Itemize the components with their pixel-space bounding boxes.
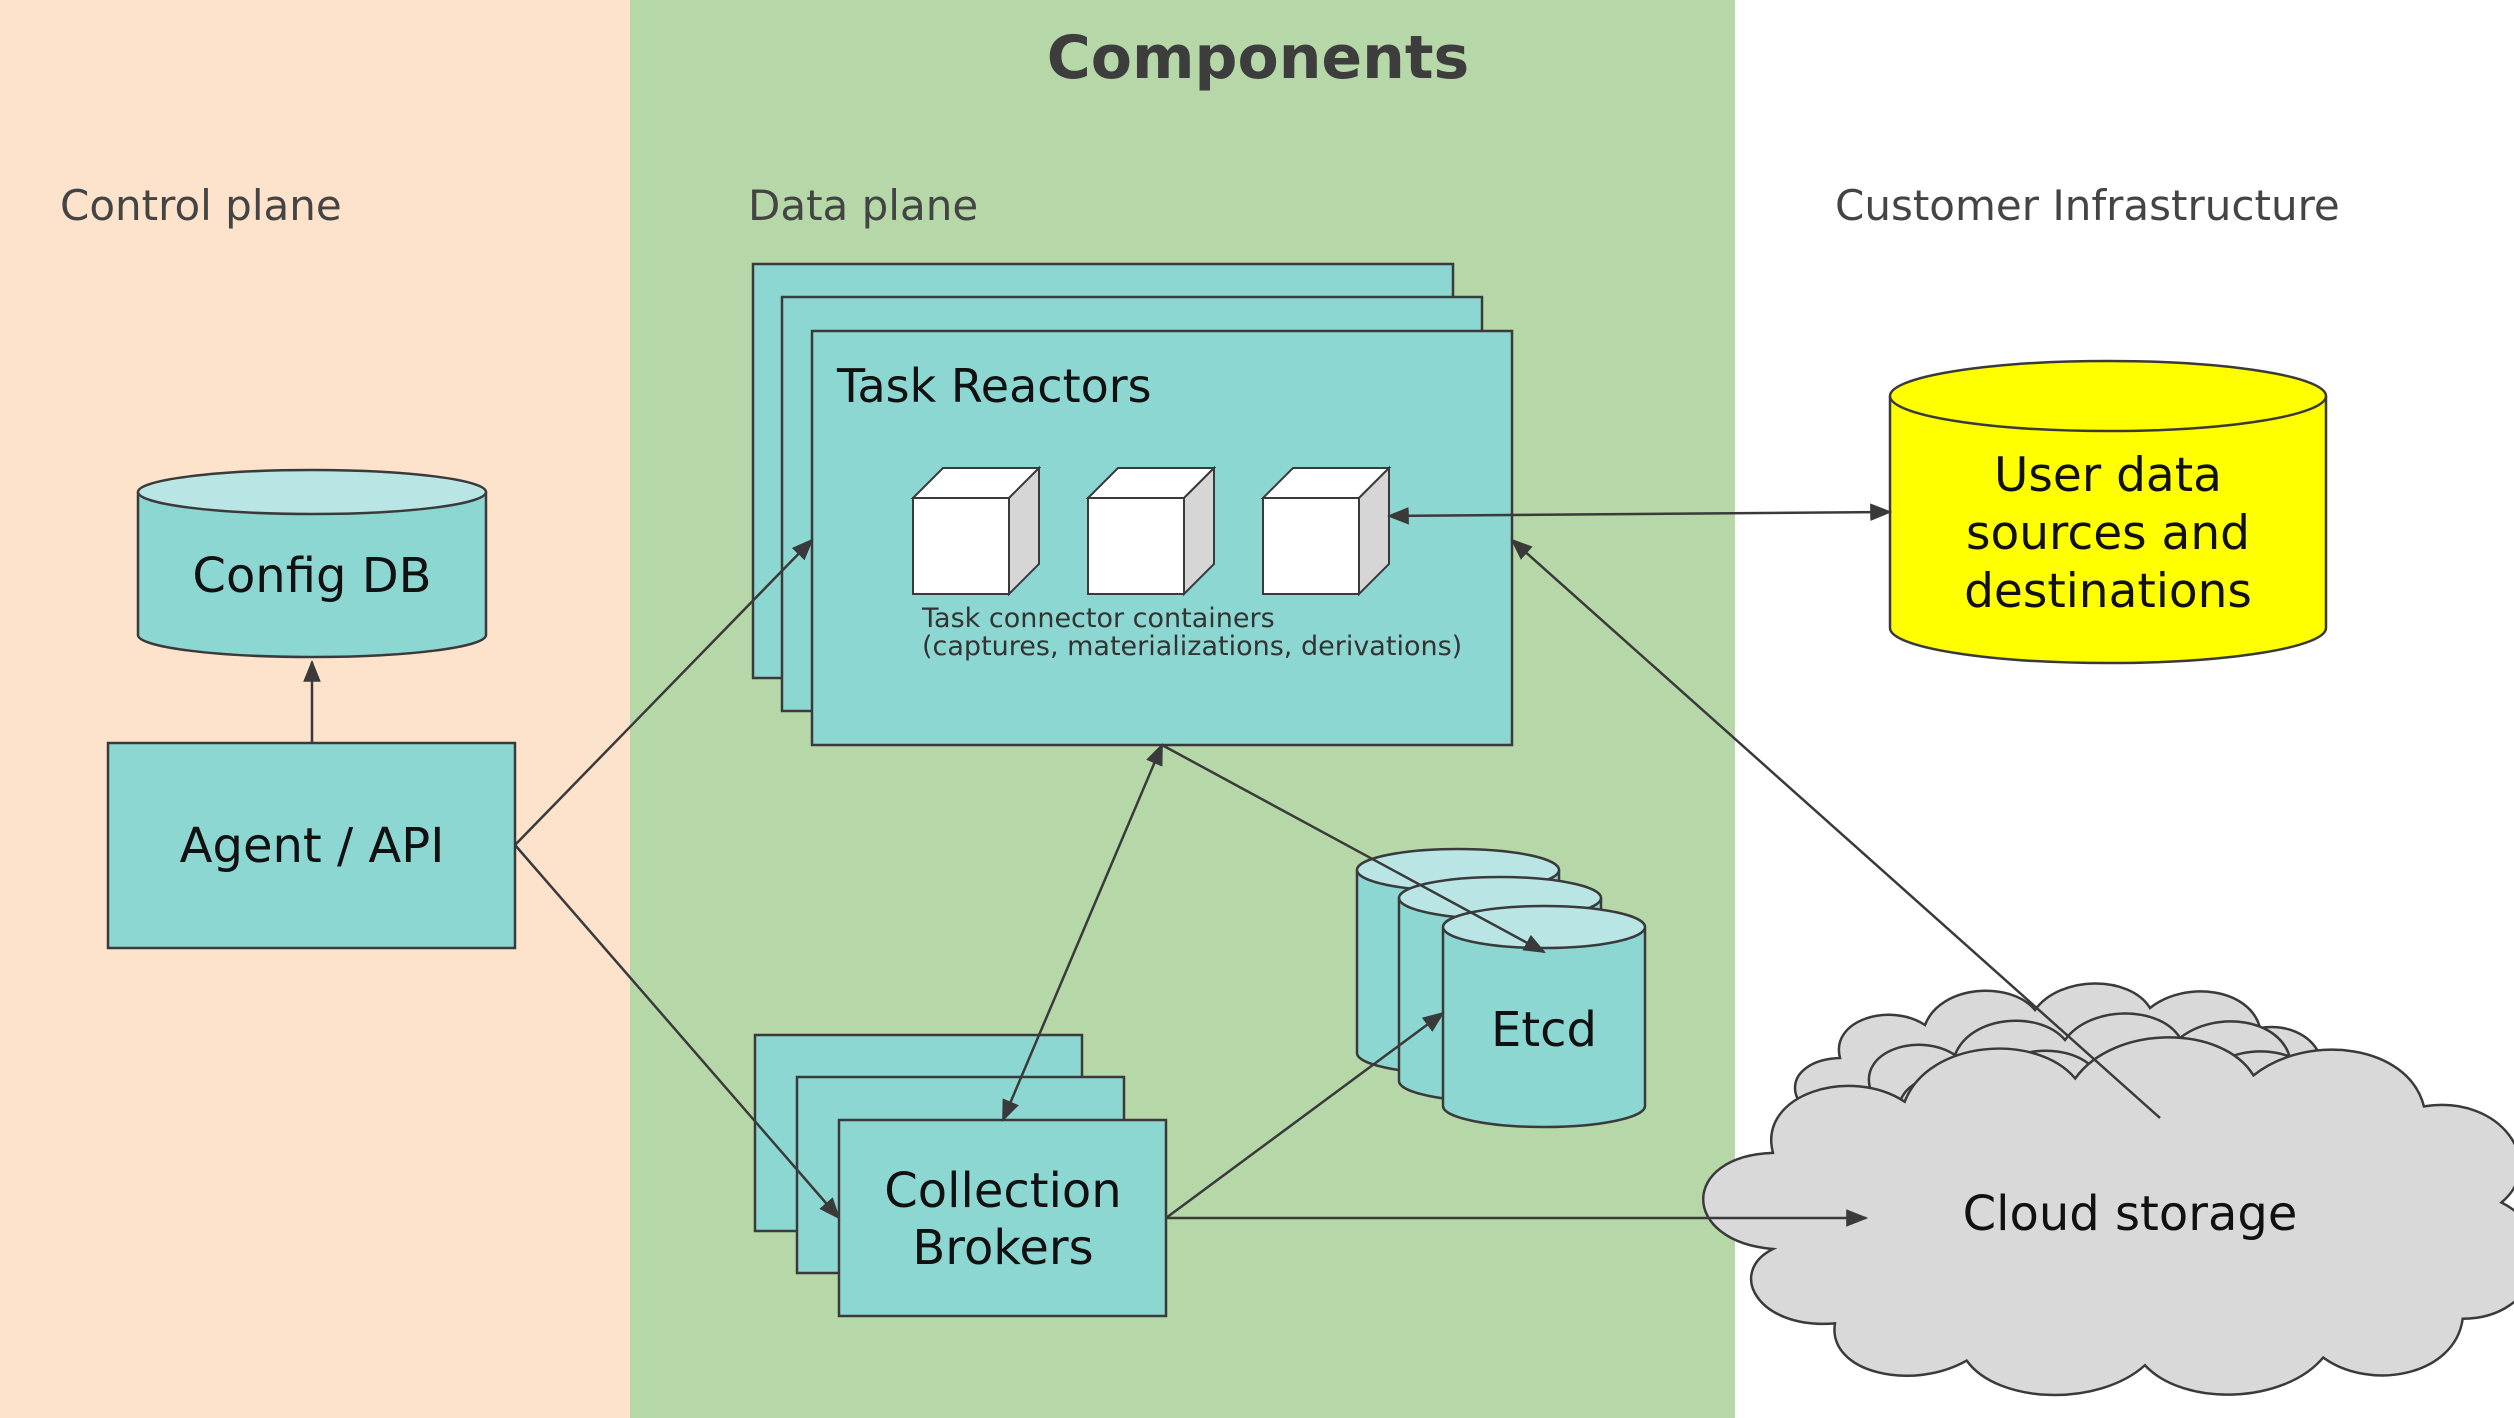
connector-container-cube-2 — [1085, 465, 1217, 597]
user-data-cylinder — [1888, 359, 2328, 665]
user-data-label-line1: User data — [1994, 448, 2222, 503]
data-plane-label: Data plane — [748, 181, 978, 230]
diagram-title: Components — [1047, 23, 1469, 93]
connector-container-cube-1 — [910, 465, 1042, 597]
connectors — [303, 503, 2161, 1227]
arrow-brokers-to-etcd — [1165, 1011, 1445, 1220]
control-plane-band — [0, 0, 630, 1418]
user-data-label-line3: destinations — [1964, 564, 2252, 619]
arrow-connectors-user-data — [1386, 503, 1893, 525]
etcd-label: Etcd — [1491, 1002, 1597, 1058]
task-connector-caption-line2: (captures, materializations, derivations… — [922, 631, 1462, 662]
agent-api-label: Agent / API — [180, 818, 445, 874]
cloud-storage-label: Cloud storage — [1963, 1186, 2298, 1242]
control-plane-label: Control plane — [60, 181, 342, 230]
cloud-storage-clouds — [1702, 982, 2514, 1397]
arrow-agent-to-task-reactors — [514, 538, 814, 846]
connector-container-cube-3 — [1260, 465, 1392, 597]
etcd-cylinders — [1355, 847, 1647, 1129]
collection-brokers-label-line1: Collection — [884, 1163, 1121, 1219]
customer-infrastructure-label: Customer Infrastructure — [1835, 181, 2340, 230]
arrow-task-reactors-to-etcd — [1161, 743, 1546, 954]
arrow-agent-to-collection-brokers — [514, 844, 841, 1220]
config-db-label: Config DB — [192, 548, 431, 604]
agent-api-box — [106, 741, 517, 950]
task-reactors-label: Task Reactors — [836, 359, 1152, 413]
user-data-label-line2: sources and — [1966, 506, 2250, 561]
config-db-cylinder — [136, 468, 488, 659]
task-connector-caption-line1: Task connector containers — [921, 603, 1275, 634]
collection-brokers-label-line2: Brokers — [912, 1220, 1093, 1276]
arrow-cloud-storage-to-task-reactors — [1510, 538, 2161, 1119]
arrow-task-reactors-collection-brokers — [1001, 742, 1164, 1123]
